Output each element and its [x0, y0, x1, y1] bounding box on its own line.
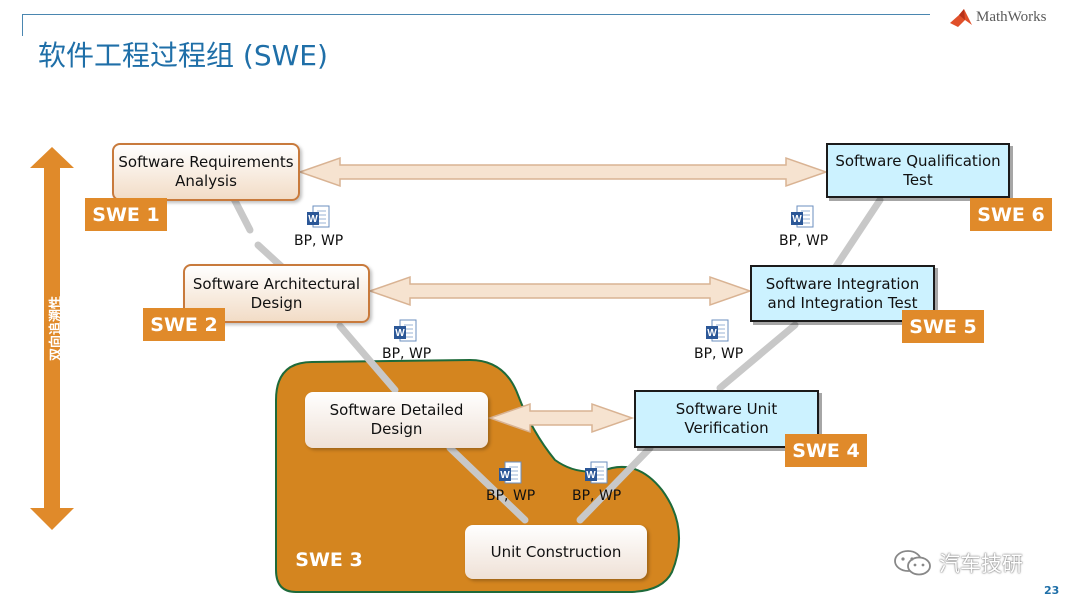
swe4-tag: SWE 4 [785, 434, 867, 467]
watermark: 汽车技研 [893, 548, 1023, 578]
svg-text:W: W [792, 214, 802, 225]
svg-text:W: W [308, 214, 318, 225]
svg-text:W: W [500, 470, 510, 481]
work-product-label: BP, WP [694, 346, 744, 362]
swe2-box: Software Architectural Design [183, 264, 370, 323]
word-document-icon: W [499, 461, 522, 484]
page-number: 23 [1044, 584, 1060, 597]
work-product-label: BP, WP [294, 233, 344, 249]
swe2-box-label: Software Architectural Design [192, 274, 361, 312]
swe3-box-label: Software Detailed Design [329, 401, 464, 438]
header-rule-tick [22, 14, 23, 36]
swe1-box: Software Requirements Analysis [112, 143, 300, 201]
word-document-icon: W [307, 205, 330, 228]
arrow-swe1-swe6 [297, 156, 829, 188]
svg-text:W: W [586, 470, 596, 481]
traceability-label: 双向追溯性 [49, 295, 64, 361]
svg-text:W: W [707, 328, 717, 339]
page-title: 软件工程过程组 (SWE) [38, 39, 328, 72]
work-product-label: BP, WP [572, 488, 622, 504]
swe6-box: Software Qualification Test [826, 143, 1010, 198]
word-document-icon: W [706, 319, 729, 342]
swe4-box-label: Software Unit Verification [675, 400, 778, 437]
unit-construction-box: Unit Construction [465, 525, 647, 579]
arrow-swe3-swe4 [487, 402, 635, 434]
word-document-icon: W [791, 205, 814, 228]
swe3-box: Software Detailed Design [305, 392, 488, 448]
watermark-text: 汽车技研 [939, 552, 1023, 576]
work-product-label: BP, WP [486, 488, 536, 504]
swe6-box-label: Software Qualification Test [835, 151, 1001, 189]
wechat-icon [894, 550, 931, 576]
logo-text: MathWorks [976, 8, 1047, 25]
swe6-tag: SWE 6 [970, 198, 1052, 231]
membrane-icon [950, 9, 972, 27]
header-rule [22, 14, 930, 15]
traceability-arrow [30, 147, 74, 530]
unit-construction-label: Unit Construction [490, 542, 622, 561]
word-document-icon: W [585, 461, 608, 484]
work-product-label: BP, WP [779, 233, 829, 249]
mathworks-logo: MathWorks [950, 6, 1046, 28]
swe1-tag: SWE 1 [85, 198, 167, 231]
swe5-box-label: Software Integration and Integration Tes… [765, 274, 920, 312]
swe2-tag: SWE 2 [143, 308, 225, 341]
swe5-tag: SWE 5 [902, 310, 984, 343]
work-product-label: BP, WP [382, 346, 432, 362]
arrow-swe2-swe5 [367, 275, 753, 307]
svg-text:W: W [395, 328, 405, 339]
word-document-icon: W [394, 319, 417, 342]
v-lines [228, 191, 884, 524]
swe3-tag: SWE 3 [295, 548, 363, 571]
swe1-box-label: Software Requirements Analysis [118, 153, 294, 190]
